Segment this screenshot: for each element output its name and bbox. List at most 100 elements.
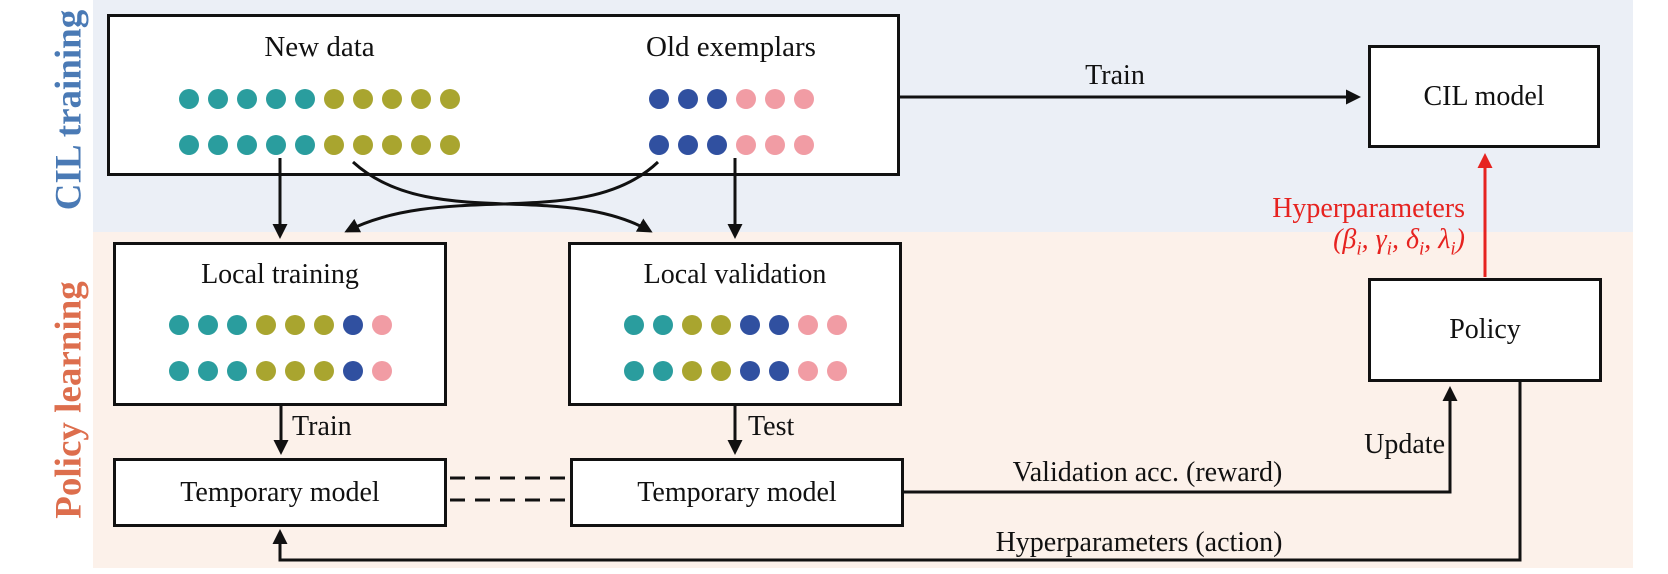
teal-dot <box>226 361 247 381</box>
olive-dot <box>284 361 305 381</box>
pink-dot <box>371 361 392 381</box>
local-validation-label: Local validation <box>643 259 827 290</box>
olive-dot <box>353 89 373 109</box>
blue-dot <box>706 135 727 155</box>
reward-label: Validation acc. (reward) <box>1012 457 1283 488</box>
pink-dot <box>797 315 818 335</box>
teal-dot <box>623 361 644 381</box>
test-label: Test <box>748 411 795 442</box>
teal-dot <box>295 89 315 109</box>
local-training-label: Local training <box>201 259 359 290</box>
blue-dot <box>768 361 789 381</box>
dot-row <box>168 361 392 381</box>
subscript-i: i <box>1450 238 1456 260</box>
hyperparameters-label-line2: (βi, γi, δi, λi) <box>1333 224 1465 260</box>
dot-row <box>168 315 392 335</box>
olive-dot <box>411 135 431 155</box>
teal-dot <box>266 89 286 109</box>
old-exemplars-group: Old exemplars <box>646 31 816 155</box>
pink-dot <box>371 315 392 335</box>
pink-dot <box>797 361 818 381</box>
dot-row <box>623 361 847 381</box>
blue-dot <box>739 315 760 335</box>
olive-dot <box>313 315 334 335</box>
blue-dot <box>648 89 669 109</box>
olive-dot <box>382 135 402 155</box>
hyperparameters-label-line1: Hyperparameters <box>1272 193 1465 224</box>
teal-dot <box>208 135 228 155</box>
teal-dot <box>237 89 257 109</box>
cil-model-box: CIL model <box>1368 45 1600 148</box>
local-validation-dots <box>571 315 899 381</box>
dot-row <box>648 89 814 109</box>
olive-dot <box>255 361 276 381</box>
new-data-dots <box>176 89 463 155</box>
temporary-model-box-right: Temporary model <box>570 458 904 527</box>
teal-dot <box>295 135 315 155</box>
olive-dot <box>681 361 702 381</box>
blue-dot <box>739 361 760 381</box>
blue-dot <box>648 135 669 155</box>
teal-dot <box>168 361 189 381</box>
teal-dot <box>623 315 644 335</box>
dot-row <box>179 89 460 109</box>
old-exemplars-dots <box>646 89 816 155</box>
olive-dot <box>353 135 373 155</box>
olive-dot <box>440 89 460 109</box>
new-data-label: New data <box>264 31 375 63</box>
temporary-model-left-label: Temporary model <box>180 476 380 508</box>
action-label: Hyperparameters (action) <box>995 527 1283 558</box>
olive-dot <box>324 89 344 109</box>
temporary-model-right-label: Temporary model <box>637 476 837 508</box>
teal-dot <box>179 89 199 109</box>
olive-dot <box>710 361 731 381</box>
teal-dot <box>197 361 218 381</box>
train-top-label: Train <box>1085 60 1145 91</box>
dot-row <box>179 135 460 155</box>
policy-learning-label: Policy learning <box>48 281 90 519</box>
olive-dot <box>313 361 334 381</box>
policy-label: Policy <box>1449 314 1521 345</box>
olive-dot <box>411 89 431 109</box>
pink-dot <box>764 89 785 109</box>
teal-dot <box>226 315 247 335</box>
pink-dot <box>735 89 756 109</box>
blue-dot <box>342 361 363 381</box>
subscript-i: i <box>1356 238 1362 260</box>
old-exemplars-label: Old exemplars <box>646 31 816 63</box>
cil-model-label: CIL model <box>1423 80 1545 112</box>
teal-dot <box>197 315 218 335</box>
olive-dot <box>284 315 305 335</box>
pink-dot <box>826 315 847 335</box>
dot-row <box>623 315 847 335</box>
teal-dot <box>208 89 228 109</box>
pink-dot <box>735 135 756 155</box>
local-validation-box: Local validation <box>568 242 902 406</box>
blue-dot <box>677 135 698 155</box>
subscript-i: i <box>1386 238 1392 260</box>
olive-dot <box>382 89 402 109</box>
olive-dot <box>255 315 276 335</box>
local-training-dots <box>116 315 444 381</box>
olive-dot <box>710 315 731 335</box>
blue-dot <box>768 315 789 335</box>
data-box: New data Old exemplars <box>107 14 900 176</box>
teal-dot <box>179 135 199 155</box>
local-training-box: Local training <box>113 242 447 406</box>
pink-dot <box>826 361 847 381</box>
update-label: Update <box>1364 429 1445 460</box>
teal-dot <box>652 361 673 381</box>
dot-row <box>648 135 814 155</box>
olive-dot <box>681 315 702 335</box>
pink-dot <box>793 89 814 109</box>
cil-training-label: CIL training <box>48 9 90 211</box>
subscript-i: i <box>1418 238 1425 260</box>
olive-dot <box>324 135 344 155</box>
pink-dot <box>793 135 814 155</box>
blue-dot <box>706 89 727 109</box>
teal-dot <box>266 135 286 155</box>
train-mid-label: Train <box>292 411 352 442</box>
temporary-model-box-left: Temporary model <box>113 458 447 527</box>
new-data-group: New data <box>176 31 463 155</box>
